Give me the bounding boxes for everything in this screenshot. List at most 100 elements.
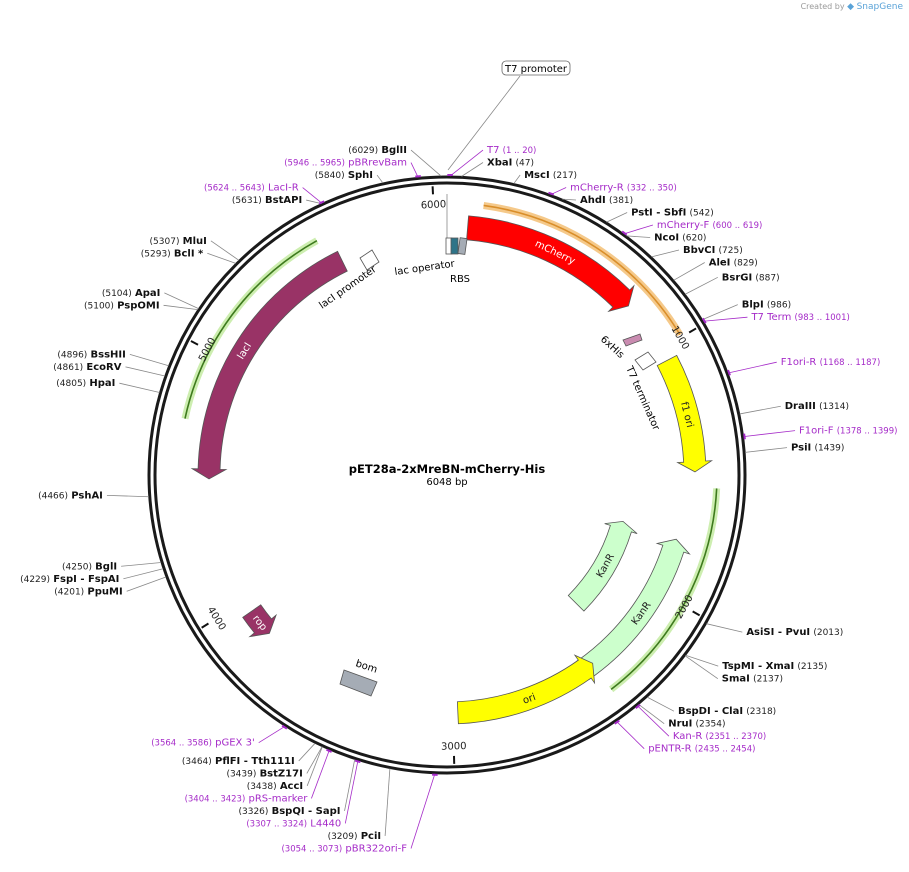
site-name-tspmi-xmai: TspMI - XmaI (722, 661, 794, 672)
tick-4000 (201, 622, 209, 629)
primer-label-f1ori-f: F1ori-F (1378 .. 1399) (799, 426, 897, 437)
site-lead-pshai (106, 494, 149, 498)
site-name-xbai: XbaI (487, 158, 512, 169)
site-name-pcii: PciI (361, 831, 381, 842)
tick-label-1000: 1000 (669, 324, 691, 352)
site-lead-bglii (410, 149, 442, 177)
bom-label: bom (354, 658, 379, 675)
site-pos-pcii: (3209) (328, 832, 358, 842)
credit-prefix: Created by (800, 2, 845, 11)
site-name-ppumi: PpuMI (87, 586, 122, 597)
site-name-bspdi-clai: BspDI - ClaI (678, 706, 743, 717)
site-lead-bspqi-sapi (344, 759, 356, 812)
site-label-psii: PsiI (1439) (791, 443, 844, 454)
site-pos-psii: (1439) (814, 444, 844, 454)
primer-range-mcherry-r: (332 .. 350) (627, 184, 677, 194)
site-label-pflfi-tth111i: (3464) PflFI - Tth111I (182, 756, 295, 767)
site-label-bbvci: BbvCI (725) (683, 245, 743, 256)
primer-range-t7: (1 .. 20) (503, 146, 537, 156)
site-name-bbvci: BbvCI (683, 245, 715, 256)
rbs-label: RBS (450, 274, 470, 285)
site-lead-pspomi (163, 304, 198, 311)
primer-lead-t7 (449, 149, 484, 177)
primer-range-f1ori-r: (1168 .. 1187) (820, 358, 881, 368)
primer-name-mcherry-f: mCherry-F (657, 220, 710, 231)
plasmid-length: 6048 bp (426, 477, 467, 488)
site-label-alei: AleI (829) (709, 258, 758, 269)
site-name-bglii: BglII (381, 145, 407, 156)
feature-mcherry-0 (466, 215, 635, 313)
primer-mark-laci-r (318, 200, 325, 205)
site-lead-psti-sbfi (606, 212, 628, 223)
site-label-blpi: BlpI (986) (742, 300, 791, 311)
his-tag-box (622, 333, 643, 347)
site-label-bgli: (4250) BglI (62, 561, 117, 572)
site-pos-bcli: (5293) (141, 249, 171, 259)
backbone-outer (147, 175, 747, 775)
site-label-asisi-pvui: AsiSI - PvuI (2013) (746, 627, 843, 638)
primer-range-kan-r: (2351 .. 2370) (706, 732, 767, 742)
site-label-bcli: (5293) BclI * (141, 248, 204, 259)
site-label-nrui: NruI (2354) (668, 719, 725, 730)
primer-name-pbrrevbam: pBRrevBam (348, 158, 407, 169)
primer-name-pentr-r: pENTR-R (648, 744, 691, 755)
primer-label-t7-term: T7 Term (983 .. 1001) (750, 312, 849, 323)
his-label: 6xHis (598, 334, 626, 361)
site-pos-bspdi-clai: (2318) (746, 707, 776, 717)
site-label-tspmi-xmai: TspMI - XmaI (2135) (722, 661, 827, 672)
site-name-apai: ApaI (135, 288, 160, 299)
site-label-bstapi: (5631) BstAPI (232, 195, 302, 206)
site-label-bspdi-clai: BspDI - ClaI (2318) (678, 706, 776, 717)
site-lead-xbai (461, 162, 484, 177)
primer-label-laci-r: (5624 .. 5643) LacI-R (204, 183, 299, 194)
site-lead-fspi-fspai (123, 568, 164, 580)
site-pos-msci: (217) (553, 171, 577, 181)
site-name-acci: AccI (280, 781, 303, 792)
snapgene-credit: Created by ◆ SnapGene (801, 2, 903, 12)
site-lead-ecorv (125, 366, 165, 377)
site-lead-pcii (384, 768, 391, 836)
site-pos-ahdi: (381) (609, 196, 633, 206)
site-lead-acci (306, 746, 323, 787)
site-name-bsrgi: BsrGI (722, 272, 752, 283)
site-pos-pshai: (4466) (38, 491, 68, 501)
tick-label-3000: 3000 (441, 741, 467, 753)
primer-lead-kan-r (637, 705, 670, 737)
site-pos-bbvci: (725) (719, 246, 743, 256)
site-label-pspomi: (5100) PspOMI (84, 300, 160, 311)
site-label-hpai: (4805) HpaI (56, 378, 115, 389)
site-label-bspqi-sapi: (3326) BspQI - SapI (238, 806, 340, 817)
primer-range-laci-r: (5624 .. 5643) (204, 184, 265, 194)
primer-label-f1ori-r: F1ori-R (1168 .. 1187) (781, 357, 881, 368)
site-lead-msci (513, 174, 521, 184)
primer-range-pbrrevbam: (5946 .. 5965) (284, 159, 345, 169)
primer-label-pbrrevbam: (5946 .. 5965) pBRrevBam (284, 158, 407, 169)
site-label-bsshii: (4896) BssHII (57, 349, 125, 360)
site-lead-blpi (702, 304, 738, 320)
feature-laci-5 (190, 250, 348, 480)
site-label-msci: MscI (217) (524, 170, 577, 181)
site-name-ahdi: AhdI (580, 195, 606, 206)
feature-f1-ori-1 (656, 354, 714, 473)
site-name-smai: SmaI (722, 674, 750, 685)
primer-lead-t7-term (703, 316, 748, 322)
site-pos-psti-sbfi: (542) (690, 209, 714, 219)
site-name-pspomi: PspOMI (117, 300, 159, 311)
site-name-bstz17i: BstZ17I (260, 768, 303, 779)
mcherry-highlight-arc-line (483, 204, 681, 336)
site-name-ecorv: EcoRV (86, 362, 121, 373)
site-lead-apai (164, 292, 199, 309)
feature-kanr-3 (567, 520, 638, 612)
tick-label-2000: 2000 (674, 593, 696, 621)
site-lead-ahdi (562, 198, 577, 201)
site-pos-bsshii: (4896) (57, 350, 87, 360)
primer-mark-f1ori-f (743, 433, 746, 440)
site-name-alei: AleI (709, 258, 731, 269)
site-label-ppumi: (4201) PpuMI (54, 586, 122, 597)
site-label-pcii: (3209) PciI (328, 831, 382, 842)
site-name-pshai: PshAI (71, 490, 103, 501)
site-pos-sphi: (5840) (315, 171, 345, 181)
site-pos-xbai: (47) (516, 159, 534, 169)
site-lead-bspdi-clai (646, 696, 675, 712)
primer-name-f1ori-r: F1ori-R (781, 357, 817, 368)
